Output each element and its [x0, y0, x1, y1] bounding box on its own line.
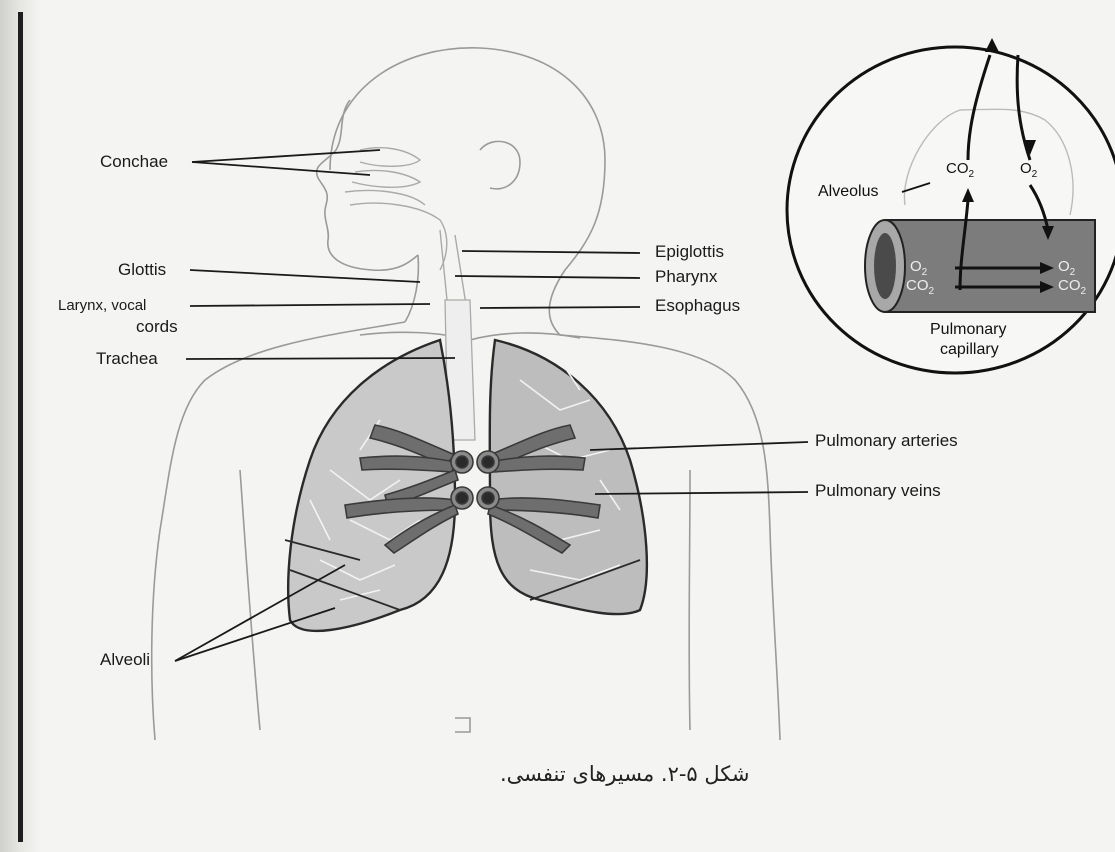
label-capillary: capillary [940, 341, 999, 359]
label-glottis: Glottis [118, 261, 166, 279]
label-alveoli: Alveoli [100, 651, 150, 669]
label-co2-top: CO2 [946, 160, 974, 180]
label-o2-top: O2 [1020, 160, 1037, 180]
label-conchae: Conchae [100, 153, 168, 171]
label-o2-right: O2 [1058, 258, 1075, 278]
label-esophagus: Esophagus [655, 297, 740, 315]
label-co2-right: CO2 [1058, 277, 1086, 297]
figure-caption: شکل ۵-۲. مسیرهای تنفسی. [500, 762, 920, 786]
label-pulmonary: Pulmonary [930, 321, 1006, 339]
label-co2-left: CO2 [906, 277, 934, 297]
label-epiglottis: Epiglottis [655, 243, 724, 261]
label-o2-left: O2 [910, 258, 927, 278]
label-trachea: Trachea [96, 350, 158, 368]
label-pharynx: Pharynx [655, 268, 717, 286]
label-vocal-cords: cords [136, 318, 178, 336]
label-pulmonary-veins: Pulmonary veins [815, 482, 941, 500]
label-larynx: Larynx, vocal [58, 297, 146, 315]
label-pulmonary-arteries: Pulmonary arteries [815, 432, 958, 450]
label-alveolus: Alveolus [818, 183, 878, 201]
